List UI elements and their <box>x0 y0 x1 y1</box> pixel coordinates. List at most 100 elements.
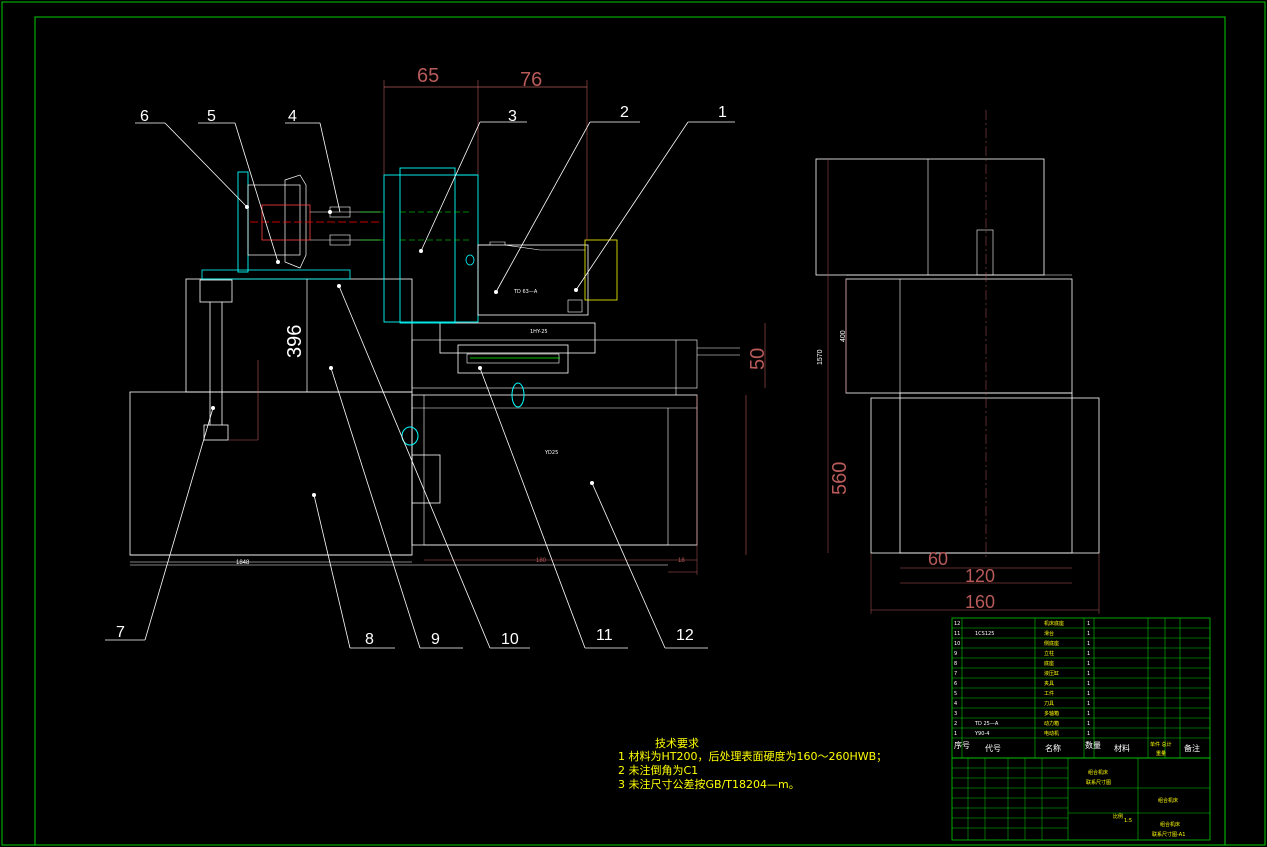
dim-18: 18 <box>678 558 685 564</box>
dim-60: 60 <box>928 549 948 569</box>
bom-row-no: 6 <box>954 681 957 687</box>
motor-1 <box>584 239 618 301</box>
notes-line-1: 1 材料为HT200，后处理表面硬度为160～260HWB； <box>618 749 887 763</box>
dim-65: 65 <box>417 65 439 87</box>
workpiece-5 <box>261 204 311 241</box>
bom-header-code: 代号 <box>985 743 1001 753</box>
bom-row-name: 动力箱 <box>1044 720 1059 727</box>
bom-row-code: 1CS125 <box>975 631 994 637</box>
bom-row-qty: 1 <box>1087 691 1090 697</box>
label-yd25: YD25 <box>544 450 558 456</box>
bom-row-qty: 1 <box>1087 671 1090 677</box>
bom-row-name: 机床底座 <box>1044 620 1064 627</box>
bom-row-name: 侧底座 <box>1044 640 1059 647</box>
bom-row-no: 1 <box>954 731 957 737</box>
fixture-6 <box>237 171 249 273</box>
bom-header-qty: 数量 <box>1085 740 1101 750</box>
bom-row-no: 7 <box>954 671 957 677</box>
leader-7: 7 <box>116 624 125 641</box>
dim-120: 120 <box>965 566 995 586</box>
leader-2: 2 <box>620 104 629 121</box>
bom-row-no: 3 <box>954 711 957 717</box>
slide-table-11 <box>439 322 596 354</box>
bom-row-qty: 1 <box>1087 681 1090 687</box>
bom-row-name: 滑台 <box>1044 630 1054 637</box>
title-2: 联系尺寸图 <box>1086 779 1111 786</box>
bom-row-no: 11 <box>954 631 960 637</box>
bom-row-no: 2 <box>954 721 957 727</box>
bom-row-name: 立柱 <box>1044 650 1054 657</box>
bom-row-name: 电动机 <box>1044 730 1059 737</box>
bom-row-qty: 1 <box>1087 641 1090 647</box>
bom-row-no: 9 <box>954 651 957 657</box>
notes-line-3: 3 未注尺寸公差按GB/T18204—m。 <box>618 777 800 791</box>
bom-header-weight2: 重量 <box>1156 750 1166 757</box>
bom-row-no: 10 <box>954 641 960 647</box>
bom-row-no: 5 <box>954 691 957 697</box>
dim-560: 560 <box>829 462 851 495</box>
multi-axle-box-3 <box>383 174 479 323</box>
bom-row-qty: 1 <box>1087 621 1090 627</box>
leader-10: 10 <box>501 631 519 648</box>
bom-row-qty: 1 <box>1087 721 1090 727</box>
leader-11: 11 <box>596 627 613 644</box>
label-1hy25: 1HY-25 <box>530 329 548 335</box>
leader-5: 5 <box>207 108 216 125</box>
fixture-plate <box>201 269 351 280</box>
leader-12: 12 <box>676 627 694 644</box>
scale-value: 1:5 <box>1124 818 1132 824</box>
leader-3: 3 <box>508 108 517 125</box>
base-8 <box>129 391 413 556</box>
bom-header-weight: 单件 总计 <box>1150 741 1172 748</box>
notes-line-2: 2 未注倒角为C1 <box>618 763 698 777</box>
bom-row-name: 底座 <box>1044 660 1054 667</box>
title-block: 组合机床 联系尺寸图 组合机床 组合机床 联系尺寸图-A1 比例 1:5 <box>951 757 1211 841</box>
dim-76: 76 <box>520 69 542 91</box>
leader-lines <box>105 121 735 649</box>
bom-header-name: 名称 <box>1045 743 1061 753</box>
title-drawing-no: 联系尺寸图-A1 <box>1152 831 1185 838</box>
bom-row-qty: 1 <box>1087 651 1090 657</box>
bom-row-qty: 1 <box>1087 631 1090 637</box>
leader-8: 8 <box>365 631 374 648</box>
bom-row-code: Y90-4 <box>974 731 989 737</box>
bom-row-no: 8 <box>954 661 957 667</box>
bom-header-no: 序号 <box>954 740 970 750</box>
title-1: 组合机床 <box>1088 769 1108 776</box>
leader-9: 9 <box>431 631 440 648</box>
inner-frame <box>34 16 1226 846</box>
bom-row-qty: 1 <box>1087 661 1090 667</box>
scale-label: 比例 <box>1113 813 1123 820</box>
leader-6: 6 <box>140 108 149 125</box>
bom-header-material: 材料 <box>1114 743 1130 753</box>
label-td63a: TD 63—A <box>513 289 538 295</box>
bom-row-code: TD 25—A <box>974 721 999 727</box>
leader-1: 1 <box>718 104 727 121</box>
bom-row-name: 多轴箱 <box>1044 710 1059 717</box>
bom-row-qty: 1 <box>1087 711 1090 717</box>
dim-396: 396 <box>284 325 306 358</box>
main-view: 65 76 396 50 1848 180 18 TD 63—A 1HY-25 … <box>105 65 769 649</box>
bom-row-name: 工件 <box>1044 690 1054 697</box>
dim-1848: 1848 <box>236 560 250 566</box>
bom-row-no: 4 <box>954 701 957 707</box>
bom-header-remark: 备注 <box>1184 743 1200 753</box>
leader-4: 4 <box>288 108 297 125</box>
notes-title: 技术要求 <box>655 737 699 750</box>
bom-row-qty: 1 <box>1087 731 1090 737</box>
dim-400: 400 <box>840 330 847 342</box>
side-base-12 <box>411 394 698 546</box>
bom-row-no: 12 <box>954 621 960 627</box>
technical-requirements: 技术要求 1 材料为HT200，后处理表面硬度为160～260HWB； 2 未注… <box>618 737 887 791</box>
side-view: 1570 400 560 60 120 160 <box>815 110 1100 614</box>
dim-180: 180 <box>536 558 547 564</box>
bom-row-qty: 1 <box>1087 701 1090 707</box>
title-company: 组合机床 <box>1158 797 1178 804</box>
title-project: 组合机床 <box>1160 821 1180 828</box>
dim-1570: 1570 <box>817 349 824 365</box>
bom-row-name: 夹具 <box>1044 680 1054 687</box>
